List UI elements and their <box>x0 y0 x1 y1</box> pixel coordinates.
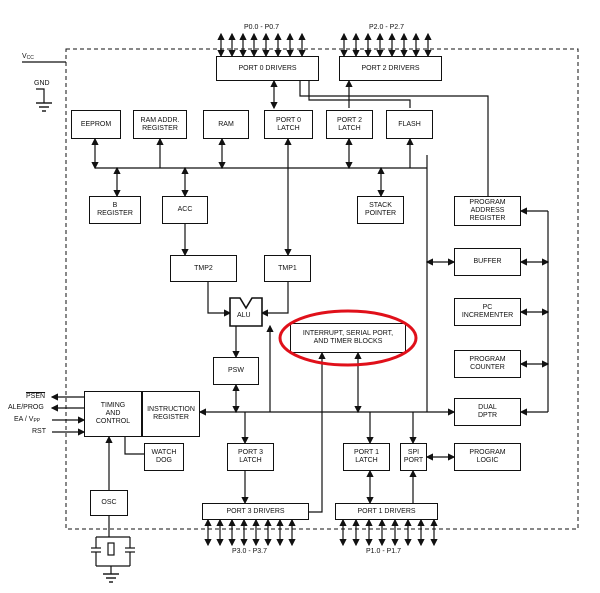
p0-pins-label: P0.0 - P0.7 <box>244 24 280 31</box>
port1-drivers-block: PORT 1 DRIVERS <box>335 503 438 520</box>
timing-and-control-block: TIMING AND CONTROL <box>84 391 142 437</box>
psw-block: PSW <box>213 357 259 385</box>
tmp2-block: TMP2 <box>170 255 237 282</box>
program-address-register-block: PROGRAM ADDRESS REGISTER <box>454 196 521 226</box>
program-logic-block: PROGRAM LOGIC <box>454 443 521 471</box>
acc-block: ACC <box>162 196 208 224</box>
ram-block: RAM <box>203 110 249 139</box>
spi-port-block: SPI PORT <box>400 443 427 471</box>
gnd-pin-label: GND <box>34 80 50 87</box>
port2-drivers-block: PORT 2 DRIVERS <box>339 56 442 81</box>
port3-latch-block: PORT 3 LATCH <box>227 443 274 471</box>
port2-latch-block: PORT 2 LATCH <box>326 110 373 139</box>
p1-pins-label: P1.0 - P1.7 <box>366 548 402 555</box>
vcc-pin-label: VCC <box>22 53 34 61</box>
program-counter-block: PROGRAM COUNTER <box>454 350 521 378</box>
ale-prog-pin-label: ALE/PROG <box>8 404 44 411</box>
port3-drivers-block: PORT 3 DRIVERS <box>202 503 309 520</box>
psen-pin-label: PSEN <box>26 393 46 400</box>
eeprom-block: EEPROM <box>71 110 121 139</box>
b-register-block: B REGISTER <box>89 196 141 224</box>
buffer-block: BUFFER <box>454 248 521 276</box>
p3-pins-label: P3.0 - P3.7 <box>232 548 268 555</box>
port0-drivers-block: PORT 0 DRIVERS <box>216 56 319 81</box>
port0-latch-block: PORT 0 LATCH <box>264 110 313 139</box>
instruction-register-block: INSTRUCTION REGISTER <box>142 391 200 437</box>
interrupt-serial-timer-block: INTERRUPT, SERIAL PORT, AND TIMER BLOCKS <box>290 323 406 353</box>
tmp1-block: TMP1 <box>264 255 311 282</box>
dual-dptr-block: DUAL DPTR <box>454 398 521 426</box>
port1-latch-block: PORT 1 LATCH <box>343 443 390 471</box>
watch-dog-block: WATCH DOG <box>144 443 184 471</box>
rst-pin-label: RST <box>32 428 46 435</box>
p2-pins-label: P2.0 - P2.7 <box>369 24 405 31</box>
pc-incrementer-block: PC INCREMENTER <box>454 298 521 326</box>
ram-addr-register-block: RAM ADDR. REGISTER <box>133 110 187 139</box>
flash-block: FLASH <box>386 110 433 139</box>
osc-block: OSC <box>90 490 128 516</box>
ea-vpp-pin-label: EA / VPP <box>14 416 41 424</box>
stack-pointer-block: STACK POINTER <box>357 196 404 224</box>
alu-label: ALU <box>237 312 251 319</box>
